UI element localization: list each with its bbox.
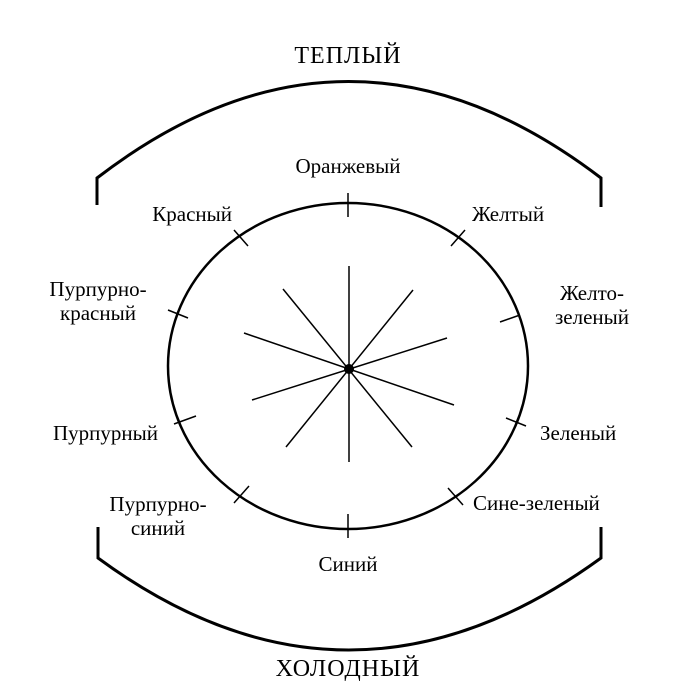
label-purple-red-line2: красный: [60, 301, 136, 325]
label-yellow: Желтый: [472, 202, 545, 226]
tick-purple-blue: [233, 485, 250, 504]
center-dot: [344, 364, 354, 374]
label-purple-red-line1: Пурпурно-: [49, 277, 147, 301]
cold-arc: [96, 527, 603, 652]
label-yellow-green-line1: Желто-: [560, 281, 624, 305]
label-yellow-green-line2: зеленый: [554, 305, 629, 329]
tick-marks: [167, 193, 527, 538]
tick-yellow-green: [499, 314, 521, 323]
warm-arc: [95, 80, 603, 207]
label-blue-green: Сине-зеленый: [473, 491, 600, 515]
label-orange: Оранжевый: [295, 154, 401, 178]
cold-label: ХОЛОДНЫЙ: [275, 656, 421, 682]
tick-blue-green: [447, 487, 464, 506]
tick-yellow: [450, 229, 466, 247]
label-purple-red: Пурпурно- красный: [36, 277, 160, 325]
label-purple-blue-line2: синий: [130, 516, 186, 540]
label-green: Зеленый: [540, 421, 617, 445]
tick-red: [233, 229, 249, 247]
label-red: Красный: [152, 202, 232, 226]
label-purple-blue-line1: Пурпурно-: [109, 492, 207, 516]
tick-purple: [173, 415, 197, 425]
tick-purple-red: [167, 309, 189, 319]
label-purple: Пурпурный: [53, 421, 158, 445]
tick-green: [505, 417, 527, 427]
label-yellow-green: Желто- зеленый: [540, 281, 644, 329]
warm-label: ТЕПЛЫЙ: [294, 43, 402, 69]
label-purple-blue: Пурпурно- синий: [100, 492, 216, 540]
label-blue: Синий: [318, 552, 378, 576]
